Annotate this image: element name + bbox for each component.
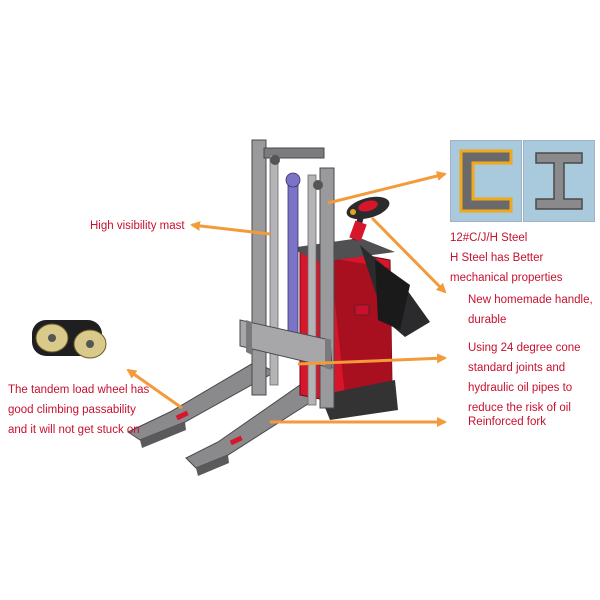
callout-steel-line3: mechanical properties xyxy=(450,272,563,284)
callout-cone-line3: hydraulic oil pipes to xyxy=(468,382,573,394)
arrow-handle xyxy=(370,216,447,294)
callout-steel-line2: H Steel has Better xyxy=(450,252,544,264)
callout-mast: High visibility mast xyxy=(90,220,185,232)
arrow-wheel xyxy=(126,368,183,410)
callout-cone-line1: Using 24 degree cone xyxy=(468,342,581,354)
callout-cone-line4: reduce the risk of oil xyxy=(468,402,571,414)
callout-handle-line1: New homemade handle, xyxy=(468,294,593,306)
arrow-steel xyxy=(327,171,447,205)
arrow-mast xyxy=(190,220,271,236)
mast xyxy=(239,139,335,409)
tandem-load-wheel-icon xyxy=(22,308,117,368)
callout-wheel-line1: The tandem load wheel has xyxy=(8,384,150,396)
callout-steel-line1: 12#C/J/H Steel xyxy=(450,232,528,244)
c-channel-steel-icon xyxy=(450,140,522,222)
callout-handle: New homemade handle, durable xyxy=(468,290,593,330)
callout-wheel-line2: good climbing passability xyxy=(8,404,136,416)
callout-fork: Reinforced fork xyxy=(468,416,546,428)
h-beam-steel-icon xyxy=(523,140,595,222)
callout-wheel: The tandem load wheel has good climbing … xyxy=(8,380,149,440)
callout-handle-line2: durable xyxy=(468,314,507,326)
arrow-cone xyxy=(297,353,447,366)
callout-steel: 12#C/J/H Steel H Steel has Better mechan… xyxy=(450,228,563,288)
control-handle xyxy=(346,196,390,242)
callout-cone-line2: standard joints and xyxy=(468,362,566,374)
callout-wheel-line3: and it will not get stuck on xyxy=(8,424,140,436)
operator-platform xyxy=(360,245,430,337)
callout-cone: Using 24 degree cone standard joints and… xyxy=(468,338,581,418)
